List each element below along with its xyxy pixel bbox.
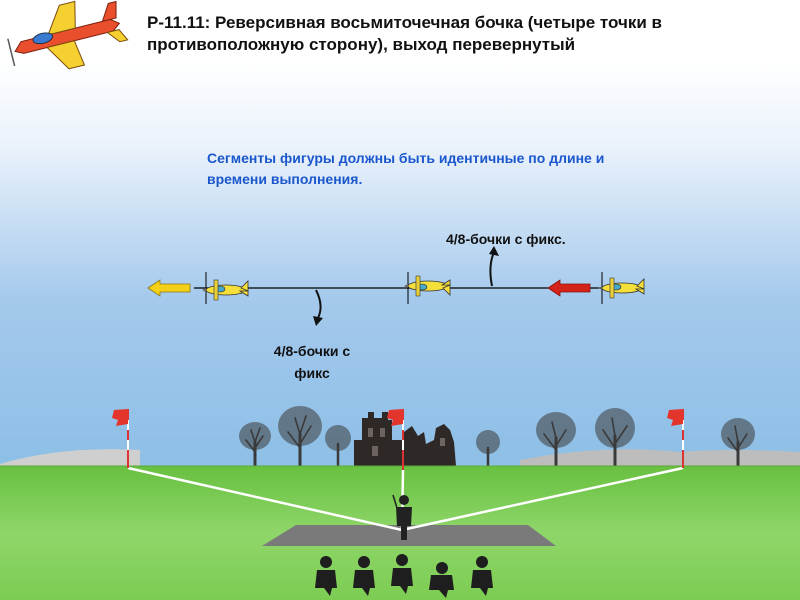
tree: [476, 430, 500, 468]
curved-arrow-icon: [489, 246, 499, 287]
judge-silhouette-icon: [471, 556, 493, 596]
curved-arrow-icon: [313, 289, 323, 326]
judge-silhouette-icon: [315, 556, 337, 596]
aircraft-icon: [202, 279, 249, 301]
judge-silhouette-icon: [391, 554, 413, 594]
judges: [315, 554, 493, 598]
marker-flag-right: [667, 409, 684, 468]
roll-label-right: 4/8-бочки с фикс.: [446, 231, 566, 247]
hills: [0, 449, 800, 470]
segment-note: Сегменты фигуры должны быть идентичные п…: [207, 150, 605, 187]
tree: [278, 406, 322, 468]
aircraft-icon: [404, 275, 451, 297]
tree: [595, 408, 635, 468]
pilot-silhouette-icon: [392, 494, 412, 540]
red-arrow-left-icon: [547, 279, 591, 297]
tree: [721, 418, 755, 468]
judge-silhouette-icon: [353, 556, 375, 596]
trees: [239, 406, 755, 468]
judge-silhouette-icon: [429, 562, 454, 598]
tree: [239, 422, 271, 468]
stunt-plane-icon: [7, 0, 129, 70]
castle-ruins: [354, 412, 456, 466]
yellow-arrow-left-icon: [147, 279, 191, 297]
runway: [262, 525, 556, 546]
marker-flag-left: [112, 409, 129, 468]
page-title: Р-11.11: Реверсивная восьмиточечная бочк…: [147, 13, 662, 54]
tree: [536, 412, 576, 468]
tree: [325, 425, 351, 468]
roll-label-left: 4/8-бочки с фикс: [273, 343, 351, 381]
aircraft-icon: [598, 277, 645, 299]
marker-flag-center: [387, 409, 404, 470]
